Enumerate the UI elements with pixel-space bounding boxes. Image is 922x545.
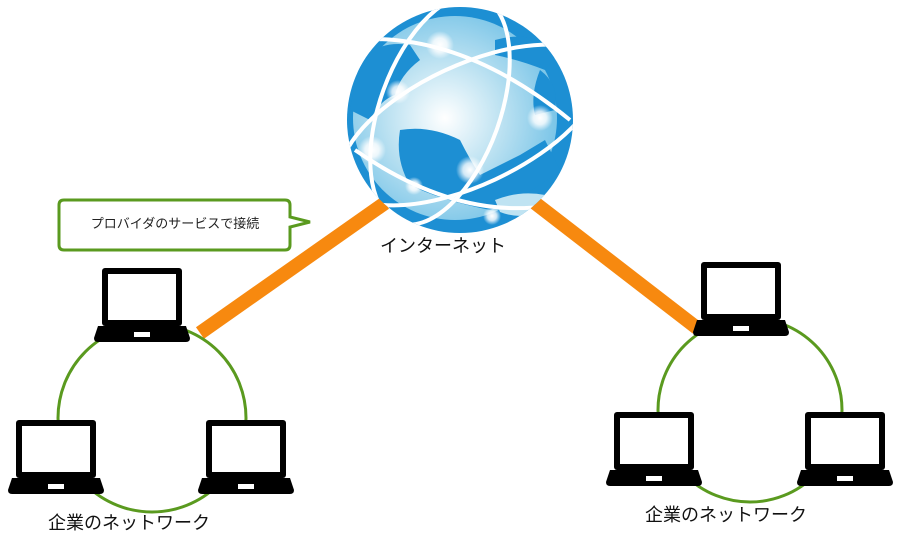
laptop-icon-right-bottom-right [797, 412, 893, 486]
laptop-icon-left-bottom-right [198, 420, 294, 494]
laptop-icon-right-bottom-left [606, 412, 702, 486]
laptop-icon-left-bottom-left [8, 420, 104, 494]
internet-link-right [530, 197, 702, 334]
laptop-icon-right-top [693, 262, 789, 336]
internet-label: インターネット [380, 236, 506, 257]
network-label-left: 企業のネットワーク [48, 513, 210, 534]
callout-bubble [57, 198, 311, 252]
network-label-right: 企業のネットワーク [645, 505, 807, 526]
globe-icon [347, 7, 573, 233]
internet-link-left [195, 197, 390, 339]
callout-text: プロバイダのサービスで接続 [90, 217, 260, 232]
laptop-icon-left-top [94, 268, 190, 342]
